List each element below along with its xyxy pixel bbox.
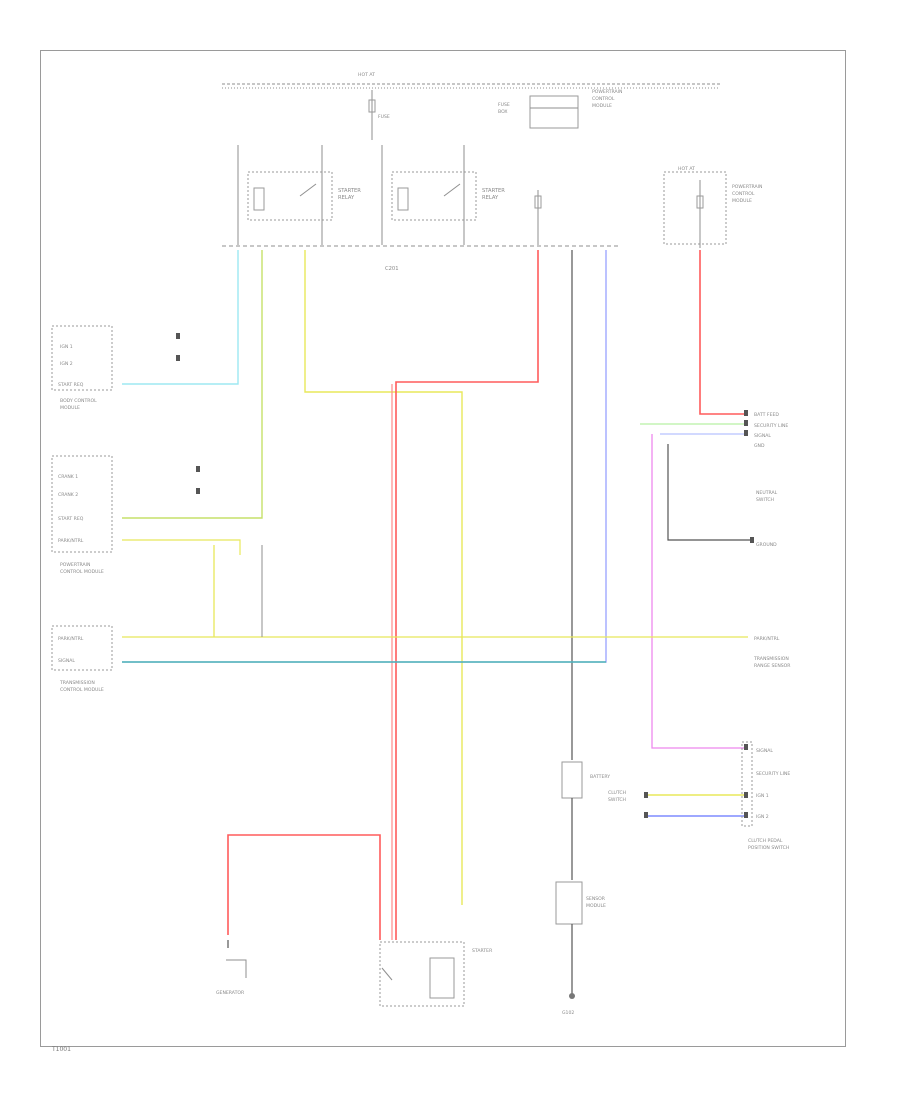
diagram-frame (40, 50, 846, 1047)
svg-text:GROUND: GROUND (756, 542, 777, 548)
svg-text:CRANK 1: CRANK 1 (58, 474, 78, 480)
svg-text:HOT AT: HOT AT (678, 166, 695, 172)
svg-text:NEUTRAL: NEUTRAL (756, 490, 778, 496)
right-mid-module: BATT FEED SECURITY LINE SIGNAL GND NEUTR… (753, 412, 791, 669)
pcm-left-module: CRANK 1 CRANK 2 START REQ PARK/NTRL POWE… (51, 455, 113, 575)
svg-text:SIGNAL: SIGNAL (756, 748, 773, 754)
svg-text:GENERATOR: GENERATOR (216, 990, 245, 996)
svg-text:SECURITY LINE: SECURITY LINE (756, 771, 790, 777)
svg-text:CONTROL: CONTROL (592, 96, 615, 102)
wire-blue (122, 250, 607, 663)
svg-text:MODULE: MODULE (592, 103, 612, 109)
svg-text:SIGNAL: SIGNAL (58, 658, 75, 664)
connector-label: C201 (385, 266, 399, 272)
tcm-module: PARK/NTRL SIGNAL TRANSMISSION CONTROL MO… (51, 625, 113, 693)
wire-cyan (122, 250, 239, 385)
bcm-module: IGN 1 IGN 2 START REQ BODY CONTROL MODUL… (51, 325, 113, 411)
svg-text:IGN 2: IGN 2 (60, 361, 73, 367)
svg-text:HOT AT: HOT AT (358, 72, 375, 78)
svg-text:SIGNAL: SIGNAL (754, 433, 771, 439)
wire-red-main (395, 250, 539, 940)
svg-text:TRANSMISSION: TRANSMISSION (59, 680, 95, 686)
right-lower-module: SIGNAL SECURITY LINE IGN 1 IGN 2 CLUTCH … (608, 741, 790, 851)
svg-text:RANGE SENSOR: RANGE SENSOR (754, 663, 791, 669)
wire-yellow-pcm (122, 539, 241, 555)
svg-text:RELAY: RELAY (338, 195, 355, 201)
top-fuse-center: HOT AT FUSE (358, 72, 390, 140)
svg-text:CLUTCH PEDAL: CLUTCH PEDAL (748, 838, 783, 844)
svg-text:SWITCH: SWITCH (608, 797, 626, 803)
wire-yellow-long (304, 250, 463, 905)
svg-text:FUSE: FUSE (498, 102, 510, 108)
svg-text:IGN 2: IGN 2 (756, 814, 769, 820)
wire-yellow-green (122, 250, 263, 519)
svg-text:POWERTRAIN: POWERTRAIN (592, 89, 622, 95)
wire-red-generator (227, 834, 381, 940)
svg-text:PARK/NTRL: PARK/NTRL (754, 636, 780, 642)
svg-text:CRANK 2: CRANK 2 (58, 492, 78, 498)
svg-text:POWERTRAIN: POWERTRAIN (60, 562, 90, 568)
svg-text:BATTERY: BATTERY (590, 774, 610, 780)
svg-text:PARK/NTRL: PARK/NTRL (58, 538, 84, 544)
svg-text:CONTROL MODULE: CONTROL MODULE (60, 687, 104, 693)
small-fuse-mid (534, 190, 542, 245)
starter-motor: STARTER (379, 941, 493, 1007)
svg-text:SECURITY LINE: SECURITY LINE (754, 423, 788, 429)
svg-text:CONTROL MODULE: CONTROL MODULE (60, 569, 104, 575)
svg-text:START REQ: START REQ (58, 516, 84, 522)
svg-text:STARTER: STARTER (482, 188, 505, 194)
svg-text:STARTER: STARTER (472, 948, 493, 954)
footer-code: T1001 (52, 1046, 71, 1053)
fuse-box-top-right: FUSE BOX POWERTRAIN CONTROL MODULE (498, 89, 622, 129)
svg-text:MODULE: MODULE (60, 405, 80, 411)
svg-text:STARTER: STARTER (338, 188, 361, 194)
svg-text:BODY CONTROL: BODY CONTROL (60, 398, 97, 404)
svg-text:START REQ: START REQ (58, 382, 84, 388)
svg-text:GND: GND (754, 443, 765, 449)
svg-text:POWERTRAIN: POWERTRAIN (732, 184, 762, 190)
battery-fuse: BATTERY (561, 761, 610, 880)
svg-text:MODULE: MODULE (732, 198, 752, 204)
svg-text:POSITION SWITCH: POSITION SWITCH (748, 845, 789, 851)
generator: GENERATOR (216, 940, 247, 996)
svg-text:G102: G102 (562, 1010, 574, 1016)
svg-text:TRANSMISSION: TRANSMISSION (753, 656, 789, 662)
svg-text:SWITCH: SWITCH (756, 497, 774, 503)
pcm-upper-right: HOT AT POWERTRAIN CONTROL MODULE (663, 166, 762, 248)
svg-text:MODULE: MODULE (586, 903, 606, 909)
svg-text:CLUTCH: CLUTCH (608, 790, 626, 796)
wire-dark-right (667, 444, 750, 541)
svg-text:SENSOR: SENSOR (586, 896, 606, 902)
svg-text:FUSE: FUSE (378, 114, 390, 120)
relay-1: STARTER RELAY (237, 145, 361, 245)
svg-text:IGN 1: IGN 1 (60, 344, 73, 350)
svg-text:CONTROL: CONTROL (732, 191, 755, 197)
svg-text:RELAY: RELAY (482, 195, 499, 201)
sensor-box: SENSOR MODULE G102 (555, 881, 606, 1016)
connector-markers (176, 333, 754, 818)
svg-text:BATT FEED: BATT FEED (754, 412, 779, 418)
relay-2: STARTER RELAY (381, 145, 505, 245)
wire-magenta (651, 434, 748, 749)
svg-text:PARK/NTRL: PARK/NTRL (58, 636, 84, 642)
svg-text:IGN 1: IGN 1 (756, 793, 769, 799)
svg-text:BOX: BOX (498, 109, 508, 115)
wire-red-right (699, 250, 748, 415)
